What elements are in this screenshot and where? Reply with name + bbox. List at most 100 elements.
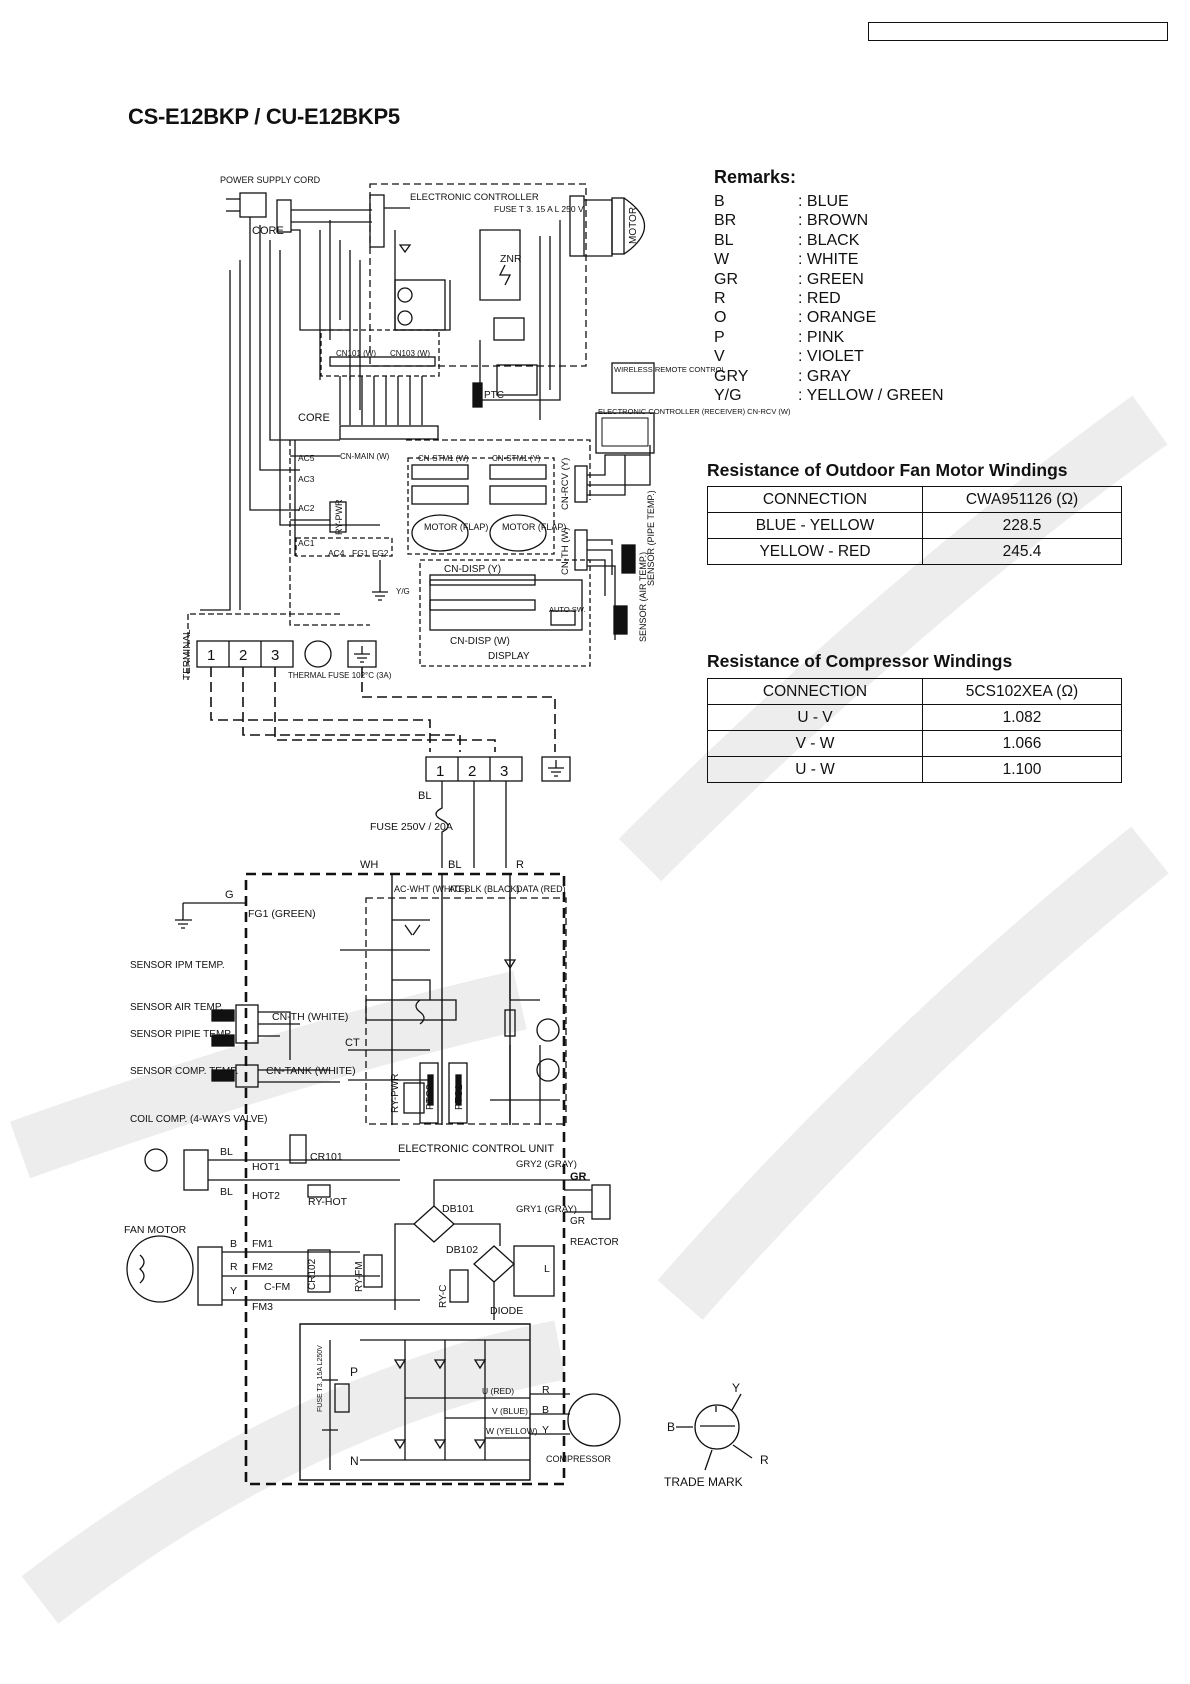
label-ac-wht: AC-WHT (WHITE) xyxy=(394,884,467,894)
label-outdoor-terminal-2: 2 xyxy=(468,763,476,780)
label-ptc: PTC xyxy=(484,390,504,401)
label-outdoor-terminal-1: 1 xyxy=(436,763,444,780)
label-y: Y xyxy=(230,1285,237,1297)
label-bl-2: BL xyxy=(448,859,461,871)
label-g: G xyxy=(225,889,234,901)
remarks-color: : RED xyxy=(798,290,841,308)
label-core: CORE xyxy=(252,225,284,237)
label-sensor-pipe: SENSOR (PIPE TEMP.) xyxy=(646,490,656,586)
label-fg2: FG2 xyxy=(372,548,389,558)
label-auto-sw: AUTO SW. xyxy=(549,605,586,614)
label-sensor-ipm: SENSOR IPM TEMP. xyxy=(130,960,225,971)
remarks-code: Y/G xyxy=(714,387,742,405)
remarks-color: : YELLOW / GREEN xyxy=(798,387,944,405)
label-compressor: COMPRESSOR xyxy=(546,1454,612,1464)
label-cn-disp-w: CN-DISP (W) xyxy=(450,636,510,647)
label-cn-disp-y: CN-DISP (Y) xyxy=(444,564,501,575)
remarks-code: V xyxy=(714,348,725,366)
remarks-item: W: WHITE xyxy=(714,250,974,269)
label-fm1: FM1 xyxy=(252,1238,273,1250)
label-core-2: CORE xyxy=(298,412,330,424)
label-u-red: U (RED) xyxy=(482,1386,514,1396)
table-cell: 1.066 xyxy=(922,730,1122,757)
table-cell: U - V xyxy=(707,704,923,731)
label-bl-3: BL xyxy=(220,1146,233,1158)
label-r-2: R xyxy=(230,1261,238,1273)
label-wireless: WIRELESS REMOTE CONTROL xyxy=(614,365,726,374)
label-gry2: GRY2 (GRAY) xyxy=(516,1159,577,1170)
label-power-supply-cord: POWER SUPPLY CORD xyxy=(220,175,321,185)
remarks-item: O: ORANGE xyxy=(714,308,974,327)
label-cn103: CN103 (W) xyxy=(390,349,430,358)
label-cn101: CN101 (W) xyxy=(336,349,376,358)
remarks-code: B xyxy=(714,193,725,210)
label-sensor-comp: SENSOR COMP. TEMP. xyxy=(130,1066,238,1077)
label-sensor-pipe-2: SENSOR PIPIE TEMP. xyxy=(130,1029,232,1040)
label-reactor: REACTOR xyxy=(570,1237,619,1248)
label-db101: DB101 xyxy=(442,1203,474,1215)
page-title: CS-E12BKP / CU-E12BKP5 xyxy=(128,104,400,129)
remarks-color: : GREEN xyxy=(798,270,864,288)
label-ry-pwr-2: RY-PWR xyxy=(390,1074,401,1113)
label-fuse-outdoor: FUSE 250V / 20A xyxy=(370,821,453,833)
label-cn-tank: CN-TANK (WHITE) xyxy=(266,1065,356,1077)
label-bl-4: BL xyxy=(220,1186,233,1198)
label-terminal-3: 3 xyxy=(271,647,279,664)
label-gr: GR xyxy=(570,1171,587,1183)
remarks-title: Remarks: xyxy=(714,167,797,187)
label-ry-fm: RY-FM xyxy=(354,1261,365,1292)
label-motor: MOTOR xyxy=(628,207,639,244)
label-sensor-air: SENSOR (AIR TEMP.) xyxy=(638,552,648,642)
table-cell: 1.082 xyxy=(922,704,1122,731)
label-y-2: Y xyxy=(542,1424,549,1436)
label-r-3: R xyxy=(542,1384,550,1396)
label-n: N xyxy=(350,1454,359,1468)
remarks-item: BR: BROWN xyxy=(714,211,974,230)
label-fm3: FM3 xyxy=(252,1301,273,1313)
table-cell: 245.4 xyxy=(922,538,1122,565)
label-ecu: ELECTRONIC CONTROL UNIT xyxy=(398,1143,554,1155)
label-fan-motor: FAN MOTOR xyxy=(124,1224,187,1236)
label-fuse-small: FUSE T3. 15A L250V xyxy=(317,1345,324,1412)
compressor-table-title: Resistance of Compressor Windings xyxy=(707,651,1013,671)
label-cr101: CR101 xyxy=(310,1151,343,1163)
label-display: DISPLAY xyxy=(488,651,530,662)
label-gr-2: GR xyxy=(570,1216,585,1227)
remarks-item: BL: BLACK xyxy=(714,231,974,250)
label-ct: CT xyxy=(345,1037,360,1049)
table-header-cell: CWA951126 (Ω) xyxy=(922,486,1122,513)
table-cell: BLUE - YELLOW xyxy=(707,512,923,539)
diagram-labels: POWER SUPPLY CORD CORE ELECTRONIC CONTRO… xyxy=(124,175,791,1489)
label-b: B xyxy=(230,1238,237,1250)
label-ac-blk: AC-BLK (BLACK) xyxy=(449,884,520,894)
label-ry-hot: RY-HOT xyxy=(308,1196,348,1208)
table-cell: 228.5 xyxy=(922,512,1122,539)
label-fuse-indoor: FUSE T 3. 15 A L 250 V xyxy=(494,204,584,214)
label-cn-stm1-y: CN-STM1 (Y) xyxy=(492,454,541,463)
table-header-cell: CONNECTION xyxy=(707,486,923,513)
label-ry-pwr: RY-PWR xyxy=(334,499,344,535)
remarks-code: GR xyxy=(714,270,738,288)
label-ac3: AC3 xyxy=(298,474,315,484)
label-trade-mark: TRADE MARK xyxy=(664,1475,743,1489)
label-gry1: GRY1 (GRAY) xyxy=(516,1204,577,1215)
label-outdoor-terminal-3: 3 xyxy=(500,763,508,780)
remarks-code: P xyxy=(714,328,725,346)
label-terminal-1: 1 xyxy=(207,647,215,664)
label-p: P xyxy=(350,1365,358,1379)
label-data-red: DATA (RED) xyxy=(516,884,566,894)
fan-motor-table-title: Resistance of Outdoor Fan Motor Windings xyxy=(707,460,1068,480)
label-yg: Y/G xyxy=(396,587,410,596)
label-fm2: FM2 xyxy=(252,1261,273,1273)
label-b-2: B xyxy=(542,1404,549,1416)
label-hot2: HOT2 xyxy=(252,1190,280,1202)
label-cn-rcv: CN-RCV (Y) xyxy=(560,458,571,510)
remarks-color: : BROWN xyxy=(798,212,869,230)
label-c-fm: C-FM xyxy=(264,1281,290,1293)
